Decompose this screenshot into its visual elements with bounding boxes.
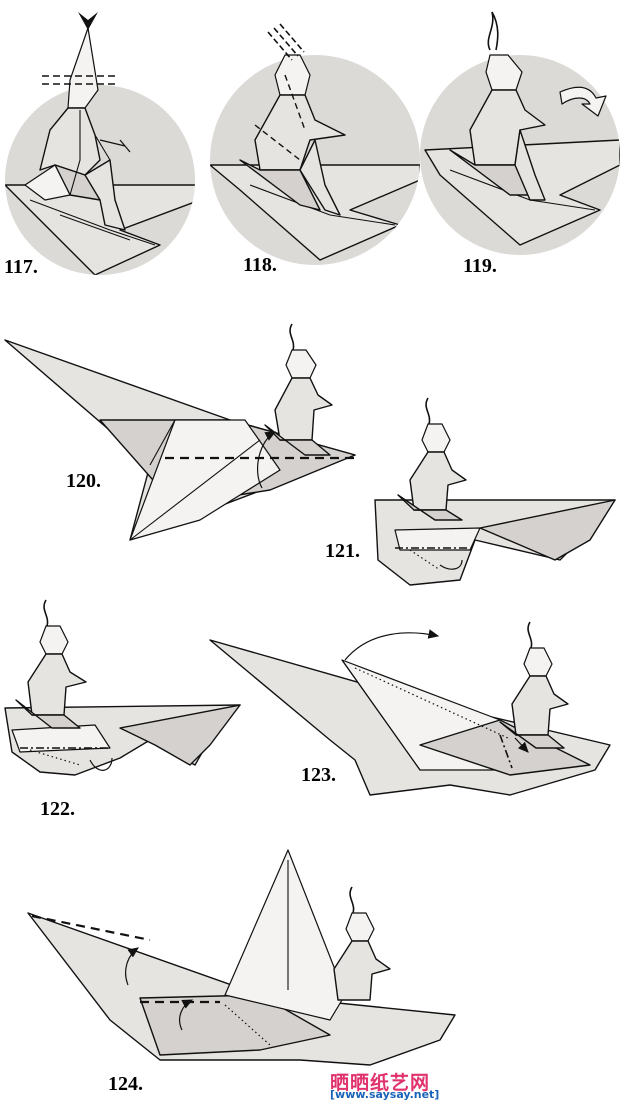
step-120-fold-arrow-icon: [256, 431, 277, 489]
step-119-figure: [449, 11, 546, 201]
step-122-figure: [15, 599, 87, 729]
step-117-diagram: [5, 12, 195, 275]
step-number-117: 117.: [4, 256, 38, 278]
step-117-push-arrow-icon: [78, 12, 98, 30]
step-124-figure: [333, 886, 391, 1001]
step-121-diagram: [374, 397, 616, 586]
step-number-120: 120.: [66, 470, 101, 492]
step-122-fold-arrow-icon: [89, 757, 113, 771]
step-120-figure: [264, 323, 333, 456]
watermark-site-name: 晒晒纸艺网: [330, 1072, 431, 1094]
step-number-122: 122.: [40, 798, 75, 820]
step-number-123: 123.: [301, 764, 336, 786]
step-124-diagram: [27, 849, 456, 1066]
step-118-diagram: [210, 23, 420, 265]
watermark-url: [www.saysay.net]: [330, 1088, 440, 1101]
step-118-sink-arrows-icon: [267, 23, 305, 61]
step-118-figure: [239, 54, 346, 216]
step-123-diagram: [209, 621, 611, 796]
step-121-fold-arrow-icon: [439, 559, 463, 570]
step-124-valley-fold-line-1: [31, 914, 151, 942]
step-number-124: 124.: [108, 1073, 143, 1095]
step-119-turn-over-arrow-icon: [559, 86, 607, 117]
step-122-diagram: [4, 599, 241, 776]
step-number-118: 118.: [243, 254, 277, 276]
step-123-figure: [499, 621, 569, 749]
step-124-fold-arrow-icon-1: [125, 947, 139, 986]
step-123-fold-arrow-icon: [344, 629, 440, 661]
step-120-diagram: [4, 323, 356, 541]
step-124-fold-arrow-icon-2: [179, 999, 194, 1031]
step-124-raised-flap: [224, 849, 346, 1021]
step-121-figure: [397, 397, 467, 521]
step-119-diagram: [420, 11, 620, 255]
step-117-zoom-marker-icon: [99, 139, 131, 153]
step-117-figure: [24, 27, 126, 231]
step-number-119: 119.: [463, 255, 497, 277]
step-number-121: 121.: [325, 540, 360, 562]
step-123-mountain-fold-line: [499, 734, 513, 769]
